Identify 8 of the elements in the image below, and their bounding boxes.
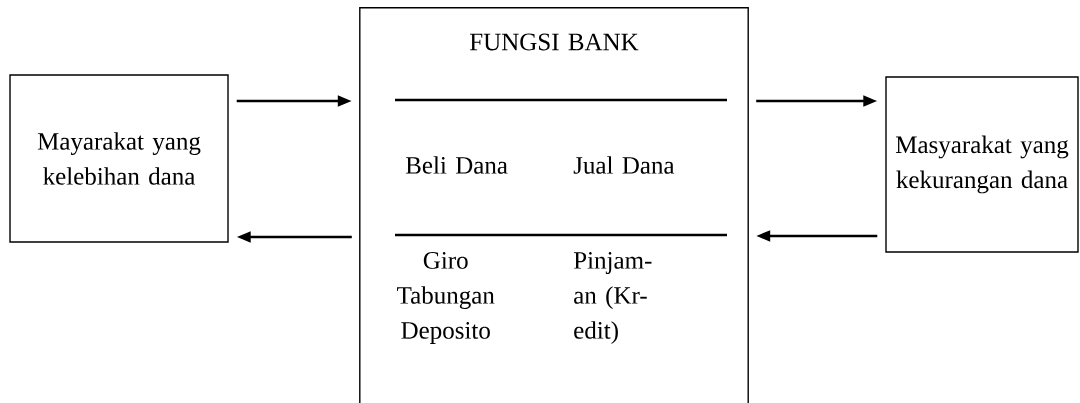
column-text: Beli Dana [405, 156, 508, 174]
column-text: Jual Dana [573, 156, 675, 174]
function-box [359, 7, 749, 403]
text-box: Masyarakat yang kekurangan dana [885, 76, 1079, 253]
box-heading: FUNGSI BANK [470, 33, 639, 51]
column-text: Pinjam- an (Kr- edit) [573, 252, 652, 344]
column-text: Giro Tabungan Deposito [397, 252, 495, 344]
text-box: Mayarakat yang kelebihan dana [9, 74, 229, 243]
